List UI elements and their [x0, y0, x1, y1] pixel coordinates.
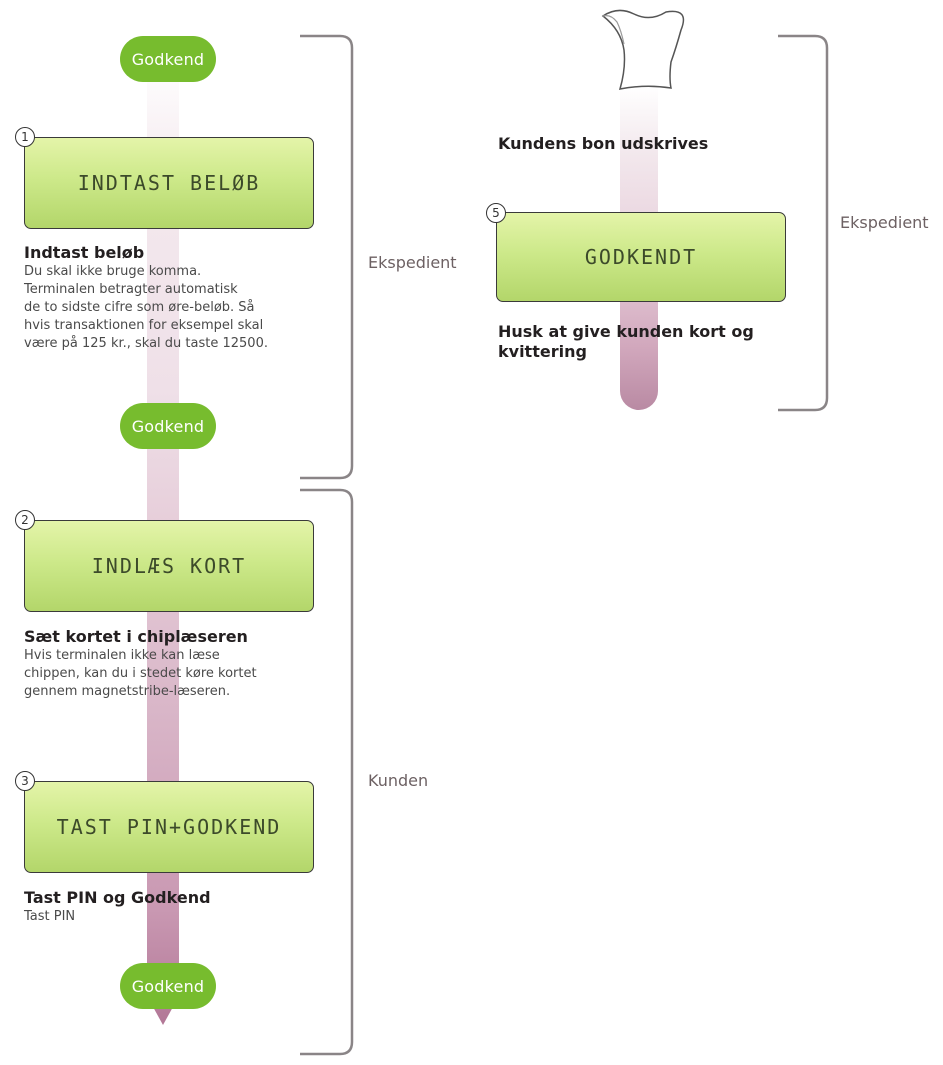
screen-text-step1: INDTAST BELØB	[77, 171, 261, 195]
terminal-screen-step1: INDTAST BELØB	[24, 137, 314, 229]
step-number-1: 1	[15, 127, 35, 147]
description-line: gennem magnetstribe-læseren.	[24, 684, 231, 699]
terminal-screen-step3: TAST PIN+GODKEND	[24, 781, 314, 873]
step-number-3: 3	[15, 771, 35, 791]
approve-button-bottom[interactable]: Godkend	[120, 963, 216, 1009]
label-ekspedient-left: Ekspedient	[368, 253, 457, 272]
step1-heading: Indtast beløb	[24, 243, 145, 262]
bracket-kunden	[300, 488, 354, 1056]
screen-text-step5: GODKENDT	[584, 245, 698, 269]
heading-line: kvittering	[498, 342, 587, 361]
heading-line: Husk at give kunden kort og	[498, 322, 754, 341]
step5-heading: Husk at give kunden kort og kvittering	[498, 322, 754, 362]
description-line: hvis transaktionen for eksempel skal	[24, 318, 264, 333]
terminal-screen-step2: INDLÆS KORT	[24, 520, 314, 612]
step3-heading: Tast PIN og Godkend	[24, 888, 211, 907]
approve-button-top[interactable]: Godkend	[120, 36, 216, 82]
step3-description: Tast PIN	[24, 908, 324, 926]
bracket-ekspedient-right	[778, 34, 829, 412]
step-number-5: 5	[486, 203, 506, 223]
receipt-icon	[601, 9, 685, 90]
step2-description: Hvis terminalen ikke kan læse chippen, k…	[24, 647, 324, 701]
step1-description: Du skal ikke bruge komma. Terminalen bet…	[24, 263, 324, 353]
description-line: chippen, kan du i stedet køre kortet	[24, 666, 257, 681]
receipt-printed-text: Kundens bon udskrives	[498, 134, 709, 153]
bracket-ekspedient-left	[300, 34, 354, 480]
label-kunden: Kunden	[368, 771, 429, 790]
step-number-2: 2	[15, 510, 35, 530]
screen-text-step2: INDLÆS KORT	[91, 554, 247, 578]
description-line: Hvis terminalen ikke kan læse	[24, 648, 220, 663]
description-line: Terminalen betragter automatisk	[24, 282, 238, 297]
label-ekspedient-right: Ekspedient	[840, 213, 929, 232]
description-line: være på 125 kr., skal du taste 12500.	[24, 336, 268, 351]
step2-heading: Sæt kortet i chiplæseren	[24, 627, 248, 646]
approve-button-mid[interactable]: Godkend	[120, 403, 216, 449]
terminal-screen-step5: GODKENDT	[496, 212, 786, 302]
description-line: Du skal ikke bruge komma.	[24, 264, 202, 279]
description-line: Tast PIN	[24, 909, 76, 924]
screen-text-step3: TAST PIN+GODKEND	[56, 815, 282, 839]
description-line: de to sidste cifre som øre-beløb. Så	[24, 300, 255, 315]
